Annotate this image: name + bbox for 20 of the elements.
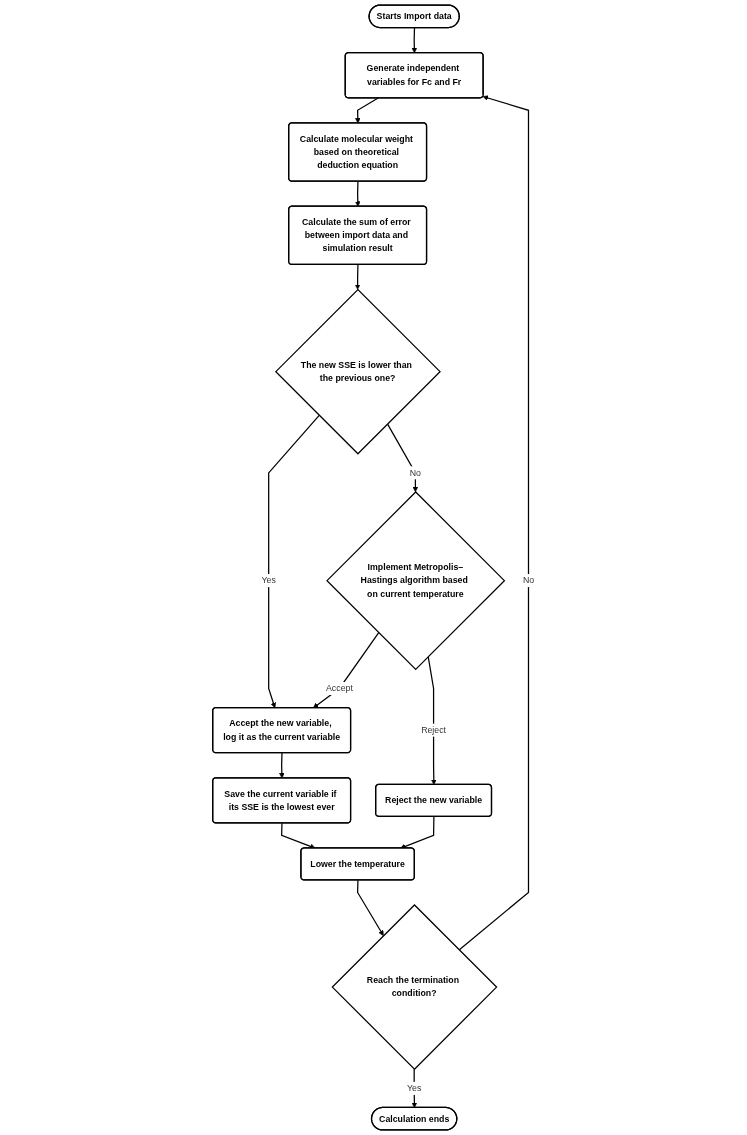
- edge-label: Yes: [407, 1082, 422, 1094]
- arrow: [458, 95, 530, 951]
- arrow: [411, 1068, 418, 1108]
- arrow: [386, 423, 419, 493]
- arrow: [355, 97, 379, 124]
- arrow: [355, 180, 361, 207]
- node-diamond: Reach the termination condition?: [331, 904, 498, 1071]
- edge-label: Reject: [421, 724, 447, 735]
- arrow: [279, 752, 285, 779]
- arrow: [357, 879, 384, 936]
- edge-label: No: [409, 467, 422, 478]
- arrow: [354, 264, 361, 290]
- edge-label: Yes: [261, 575, 276, 586]
- node-diamond: Implement Metropolis–Hastings algorithm based on current temperature: [326, 491, 506, 671]
- edge-label: Accept: [326, 683, 353, 694]
- arrow: [411, 27, 418, 54]
- edge-label: No: [522, 575, 535, 586]
- node-diamond: The new SSE is lower than the previous one?: [275, 288, 441, 455]
- arrow: [313, 632, 380, 709]
- arrow: [268, 414, 320, 709]
